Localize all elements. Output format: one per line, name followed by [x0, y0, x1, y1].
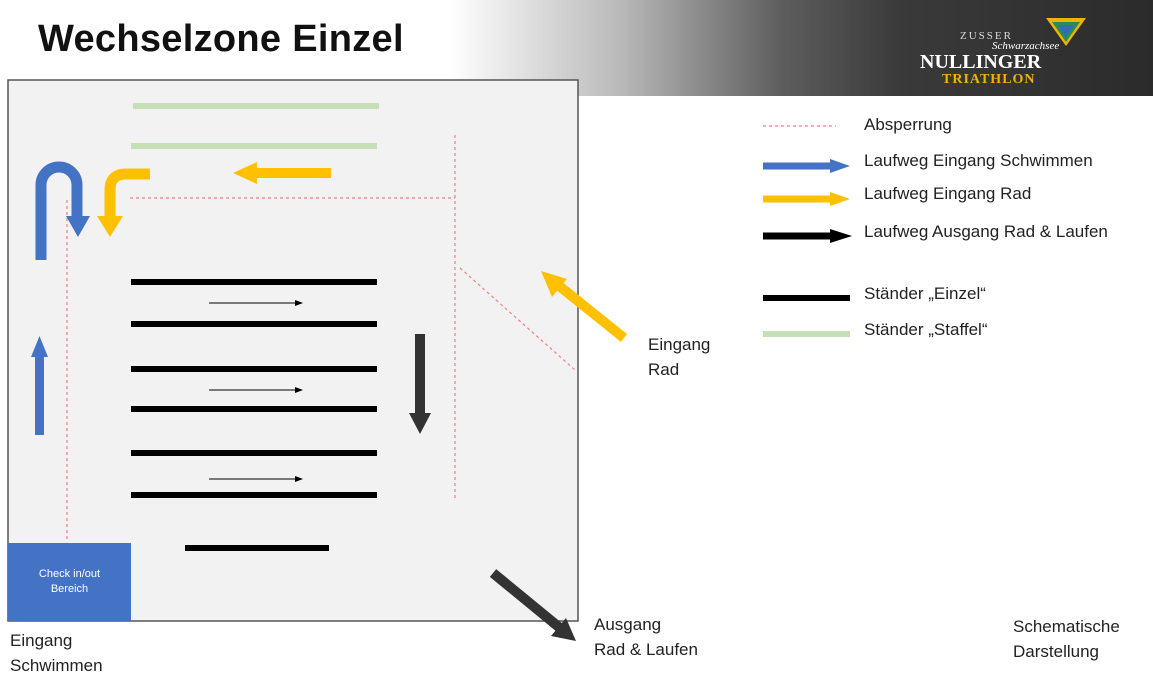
- transition-zone-area: [7, 79, 579, 622]
- exit-path: [409, 334, 576, 641]
- barrier-diagonal: [459, 267, 576, 371]
- down-arrow-icon: [97, 216, 123, 237]
- up-left-arrow-icon: [541, 271, 567, 297]
- legend-label-staffel: Ständer „Staffel“: [864, 320, 988, 339]
- logo-script-text: Schwarzachsee: [992, 40, 1060, 52]
- legend-label-schwimmen: Laufweg Eingang Schwimmen: [864, 151, 1093, 170]
- logo-sub-text: TRIATHLON: [942, 72, 1036, 87]
- logo-top-text: ZUSSER: [960, 30, 1013, 42]
- label-ausgang: Ausgang Rad & Laufen: [594, 615, 698, 659]
- black-exit-shaft: [489, 569, 564, 632]
- staffel-racks: [131, 103, 379, 149]
- logo-main-text: NULLINGER: [920, 51, 1042, 73]
- checkin-area: Check in/out Bereich: [8, 543, 131, 621]
- legend-symbols: [763, 125, 852, 337]
- bike-path: [97, 162, 628, 342]
- barrier-lines: [66, 135, 576, 540]
- legend-label-einzel: Ständer „Einzel“: [864, 284, 986, 303]
- down-right-arrow-icon: [551, 618, 576, 641]
- label-eingang-rad: Eingang Rad: [648, 335, 711, 379]
- legend-label-ausgang: Laufweg Ausgang Rad & Laufen: [864, 222, 1108, 241]
- swim-path: [31, 161, 90, 435]
- legend-label-absperrung: Absperrung: [864, 115, 952, 134]
- turn-arrow-icon: [104, 168, 150, 218]
- u-turn-arrow-icon: [35, 161, 83, 260]
- label-eingang-schwimmen: Eingang Schwimmen: [10, 631, 103, 675]
- left-arrow-icon: [233, 162, 257, 184]
- checkin-label-line2: Bereich: [50, 583, 89, 595]
- blue-up-arrow-shaft: [35, 355, 44, 435]
- logo-triangle-icon: [1046, 18, 1086, 46]
- down-arrow-icon: [66, 216, 90, 237]
- yellow-entry-shaft: [554, 281, 628, 342]
- checkin-label-line1: Check in/out: [38, 568, 101, 580]
- direction-arrows: [209, 300, 303, 482]
- black-down-arrow-shaft: [415, 334, 425, 414]
- logo: ZUSSER Schwarzachsee NULLINGER TRIATHLON: [912, 14, 1112, 90]
- einzel-racks: [131, 279, 377, 551]
- down-arrow-icon: [409, 413, 431, 434]
- up-arrow-icon: [31, 336, 48, 357]
- label-schematic: Schematische Darstellung: [1013, 617, 1120, 661]
- legend-label-rad: Laufweg Eingang Rad: [864, 184, 1032, 203]
- page-title: Wechselzone Einzel: [38, 18, 404, 60]
